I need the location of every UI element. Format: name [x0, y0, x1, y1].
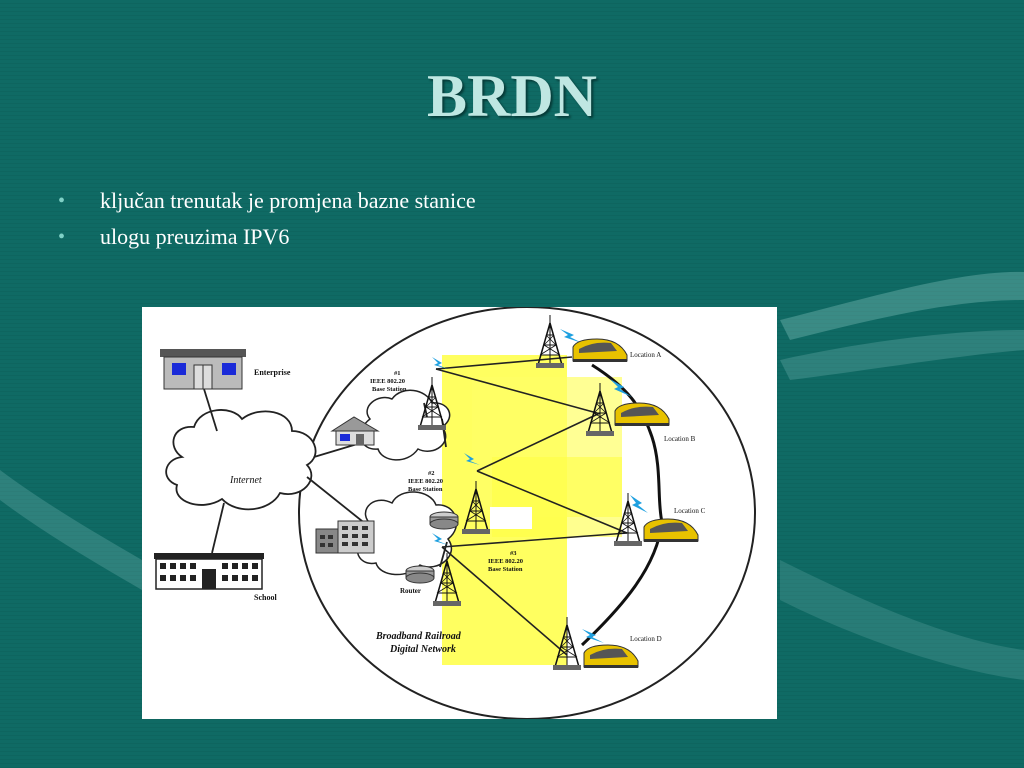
railroad-network-boundary — [298, 307, 756, 719]
bullet-list: • ključan trenutak je promjena bazne sta… — [58, 186, 498, 258]
svg-text:Digital Network: Digital Network — [389, 644, 456, 655]
enterprise-building-icon — [160, 349, 246, 390]
wireless-links — [435, 356, 628, 656]
school-label: School — [254, 593, 277, 602]
bullet-item: • ulogu preuzima IPV6 — [58, 222, 498, 252]
school-building-icon — [154, 553, 264, 590]
location-a-label: Location A — [630, 351, 661, 359]
bullet-item: • ključan trenutak je promjena bazne sta… — [58, 186, 498, 216]
svg-text:Base Station: Base Station — [408, 486, 443, 493]
base-station-1-label: #1 IEEE 802.20 Base Station — [370, 370, 407, 393]
house-icon — [330, 416, 380, 446]
bullet-text: ključan trenutak je promjena bazne stani… — [100, 188, 476, 213]
network-diagram: Internet — [142, 307, 777, 719]
lightning-icons — [432, 329, 648, 643]
wired-links — [203, 388, 448, 568]
base-station-3-label: #3 IEEE 802.20 Base Station — [488, 550, 523, 573]
train-c-icon — [643, 518, 699, 543]
internet-cloud: Internet — [165, 409, 317, 511]
enterprise-label: Enterprise — [254, 368, 291, 377]
svg-text:#1: #1 — [394, 370, 401, 377]
svg-text:Broadband Railroad: Broadband Railroad — [375, 631, 462, 642]
railway-track — [580, 363, 664, 647]
network-label: Broadband Railroad Digital Network — [375, 631, 462, 655]
svg-text:#3: #3 — [510, 550, 517, 557]
train-d-icon — [583, 644, 639, 669]
svg-text:#2: #2 — [428, 470, 435, 477]
train-a-icon — [572, 338, 628, 363]
svg-text:Base Station: Base Station — [372, 386, 407, 393]
location-b-label: Location B — [664, 435, 696, 443]
base-station-2-label: #2 IEEE 802.20 Base Station — [408, 470, 443, 493]
business-cloud — [356, 491, 458, 576]
router-label: Router — [400, 587, 421, 595]
location-c-label: Location C — [674, 507, 706, 515]
train-b-icon — [614, 402, 670, 427]
bullet-dot-icon: • — [58, 226, 66, 248]
bullet-dot-icon: • — [58, 190, 66, 212]
svg-text:IEEE 802.20: IEEE 802.20 — [408, 478, 443, 485]
office-building-icon — [315, 520, 375, 554]
slide-title: BRDN — [426, 63, 597, 129]
internet-label: Internet — [229, 475, 262, 486]
svg-text:IEEE 802.20: IEEE 802.20 — [370, 378, 405, 385]
coverage-area — [442, 355, 622, 665]
bullet-text: ulogu preuzima IPV6 — [100, 224, 290, 249]
svg-text:Base Station: Base Station — [488, 566, 523, 573]
svg-text:IEEE 802.20: IEEE 802.20 — [488, 558, 523, 565]
location-d-label: Location D — [630, 635, 662, 643]
